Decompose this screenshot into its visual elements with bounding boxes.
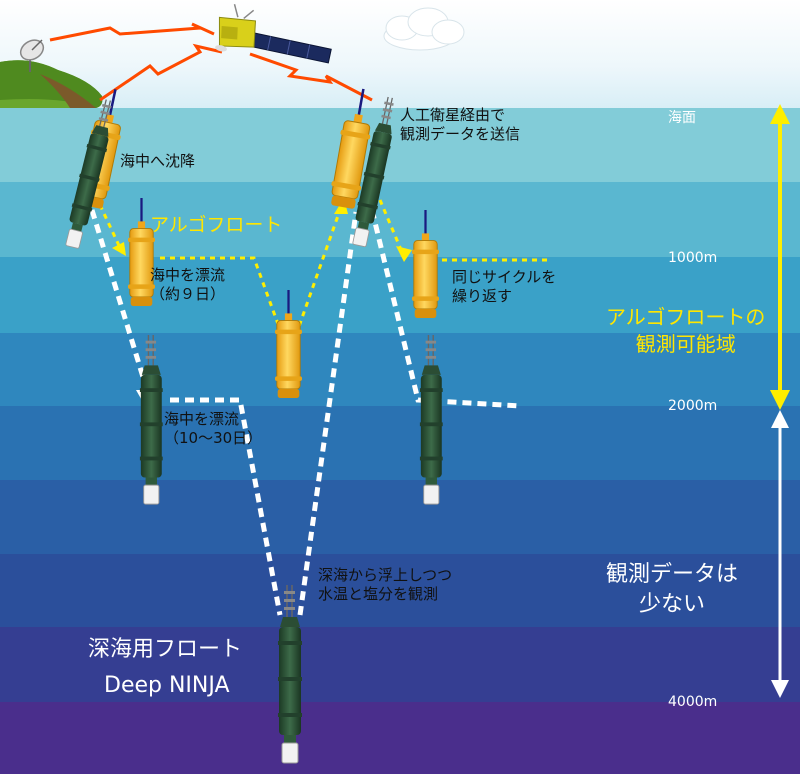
ground-antenna-icon — [19, 39, 45, 72]
label-argo-range: アルゴフロートの 観測可能域 — [606, 305, 766, 356]
label-ninja-name: Deep NINJA — [104, 673, 230, 698]
label-ninja-title: 深海用フロート — [88, 637, 243, 662]
depth-4000: 4000m — [668, 694, 718, 710]
label-drift-ninja: 海中を漂流 （10〜30日） — [164, 410, 263, 447]
label-satellite: 人工衛星経由で 観測データを送信 — [400, 106, 521, 143]
label-sparse-data: 観測データは 少ない — [606, 562, 739, 617]
label-rise-observe: 深海から浮上しつつ 水温と塩分を観測 — [318, 566, 453, 603]
label-repeat: 同じサイクルを 繰り返す — [452, 268, 557, 305]
depth-1000: 1000m — [668, 250, 718, 266]
label-drift-argo: 海中を漂流 （約９日） — [150, 266, 226, 303]
label-argo-float: アルゴフロート — [150, 214, 283, 236]
label-sink: 海中へ沈降 — [120, 152, 196, 170]
satellite-icon — [215, 3, 332, 64]
sparse-data-arrow — [771, 410, 789, 698]
argo-range-arrow — [770, 104, 790, 410]
depth-surface: 海面 — [668, 110, 696, 126]
depth-2000: 2000m — [668, 398, 718, 414]
